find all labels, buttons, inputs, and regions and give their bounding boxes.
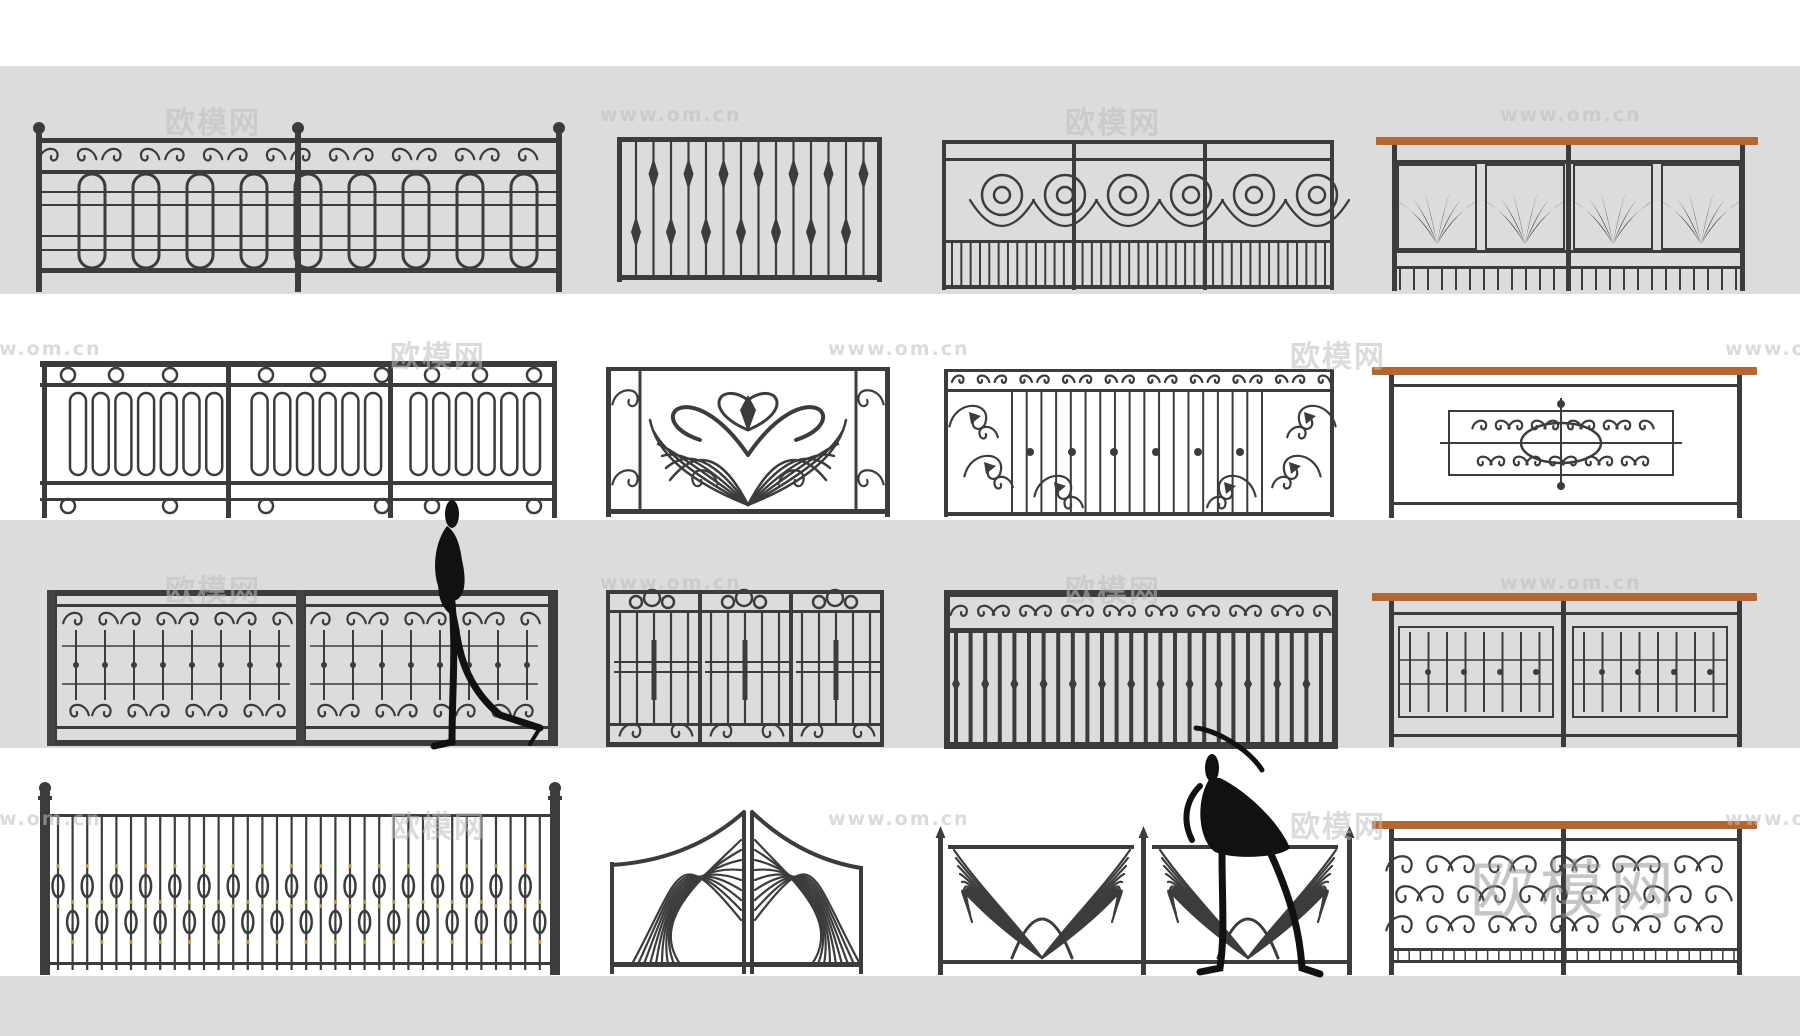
floral-scroll-wood-handrail: [1372, 821, 1757, 975]
ring-crest-cross-bars: [606, 588, 884, 747]
heart-baroque-scroll: [606, 367, 890, 517]
scroll-corner-vertical-bars: [944, 369, 1337, 517]
stick-figure-leaning: [1183, 725, 1324, 978]
central-ornament-wood-handrail: [1372, 367, 1757, 518]
twin-inset-wood-handrail: [1372, 593, 1757, 747]
arched-branch-gate: [610, 810, 863, 974]
oval-loop-with-rings: [40, 361, 557, 518]
scroll-frieze-picket-bars: [944, 590, 1338, 749]
twisted-balusters-with-finials: [38, 782, 562, 975]
stick-figure-walking: [430, 500, 544, 750]
white-band-4: [0, 748, 1800, 976]
circle-loop-frieze: [942, 140, 1351, 290]
leaf-motif-wood-handrail: [1376, 137, 1758, 291]
spear-twist-vertical-bars: [617, 137, 882, 282]
scroll-wave-top-oval-bars: [33, 122, 565, 292]
double-frame-scroll-pattern: [47, 590, 558, 746]
gray-band-5: [0, 976, 1800, 1036]
